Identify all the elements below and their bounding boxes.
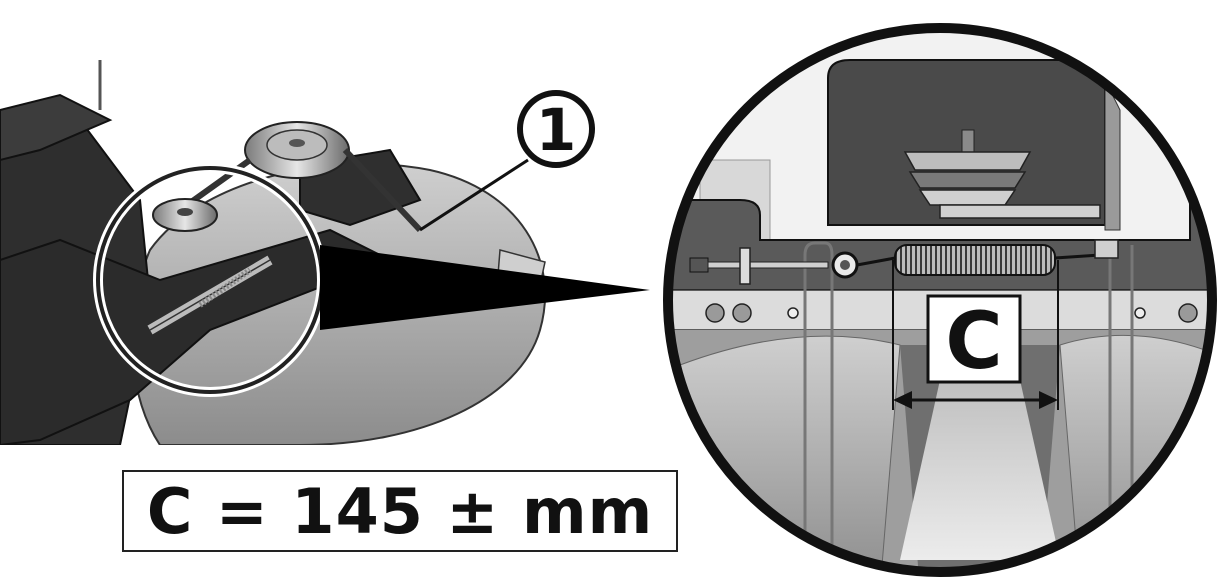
- detail-circle-border: [663, 23, 1217, 577]
- callout-leader-line: [419, 158, 529, 232]
- zoom-projection: [320, 245, 650, 330]
- tension-spring-icon: [894, 244, 1056, 276]
- double-arrow-icon: [893, 391, 1058, 409]
- specification-box: C = 145 ± mm: [122, 470, 678, 552]
- callout-item-number: 1: [536, 96, 576, 164]
- callout-item-1: 1: [517, 90, 595, 168]
- specification-formula: C = 145 ± mm: [146, 474, 654, 548]
- overview-illustration: [0, 60, 546, 445]
- dimension-letter: C: [945, 297, 1002, 387]
- dimension-label: C: [926, 294, 1022, 387]
